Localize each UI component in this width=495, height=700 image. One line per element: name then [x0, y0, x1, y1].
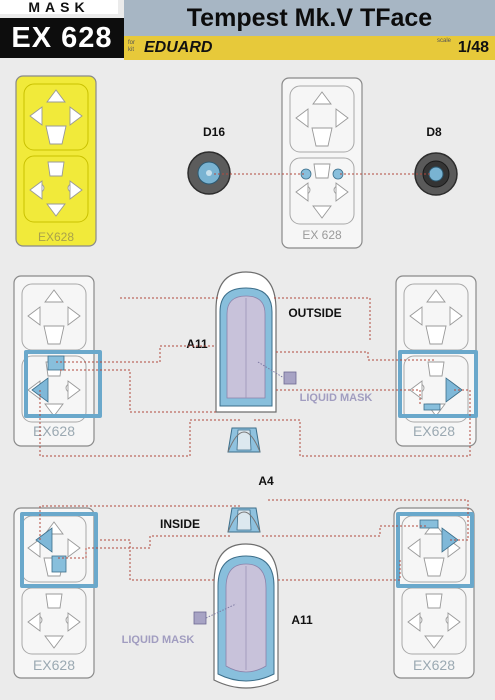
- sheet-code-yellow: EX628: [38, 230, 74, 244]
- kit-brand: EDUARD: [144, 39, 213, 56]
- mask-tile-wheels: [281, 77, 363, 249]
- mask-tile-outside-right: [395, 275, 477, 447]
- kit-label: for kit: [128, 40, 136, 53]
- part-label-a11-upper: A11: [186, 337, 208, 351]
- sheet-code-wheels: EX 628: [302, 228, 342, 242]
- mask-sheet-yellow-tile: [15, 75, 97, 247]
- part-label-a11-lower: A11: [291, 613, 313, 627]
- label-inside: INSIDE: [160, 517, 200, 531]
- mask-logo-word: MASK: [0, 0, 118, 14]
- wheel-d8: [414, 152, 458, 196]
- scale-label: scale: [436, 38, 451, 44]
- wheel-d16: [187, 151, 231, 195]
- wheel-mask-blue-spots: [300, 168, 344, 180]
- mask-tile-inside-right: [393, 507, 475, 679]
- part-label-d16: D16: [203, 125, 225, 139]
- sheet-code-outside-right: EX628: [413, 423, 455, 439]
- label-liquid-mask-upper: LIQUID MASK: [300, 392, 373, 404]
- label-outside: OUTSIDE: [288, 306, 341, 320]
- inside-callout-lines: [39, 499, 469, 619]
- sheet-code-inside-left: EX628: [33, 657, 75, 673]
- part-label-a4: A4: [258, 474, 274, 488]
- scale-value: 1/48: [457, 39, 489, 56]
- page-title: Tempest Mk.V TFace: [124, 0, 495, 36]
- part-label-d8: D8: [426, 125, 442, 139]
- liquid-mask-swatch-upper: [283, 371, 297, 385]
- sheet-code-inside-right: EX628: [413, 657, 455, 673]
- sheet-code-outside-left: EX628: [33, 423, 75, 439]
- mask-tile-inside-left: [13, 507, 95, 679]
- canopy-inside-a11: [213, 543, 279, 689]
- canopy-hood-a4-inside: [227, 507, 261, 533]
- outside-callout-lines: [39, 297, 471, 457]
- kit-bar: for kit EDUARD scale 1/48: [124, 36, 495, 60]
- label-liquid-mask-lower: LIQUID MASK: [122, 634, 195, 646]
- product-code: EX 628: [0, 18, 124, 58]
- liquid-mask-swatch-lower: [193, 611, 207, 625]
- canopy-outside-a11: [215, 271, 277, 413]
- canopy-hood-a4-outside: [227, 427, 261, 453]
- inside-left-blue-masks: [20, 512, 98, 588]
